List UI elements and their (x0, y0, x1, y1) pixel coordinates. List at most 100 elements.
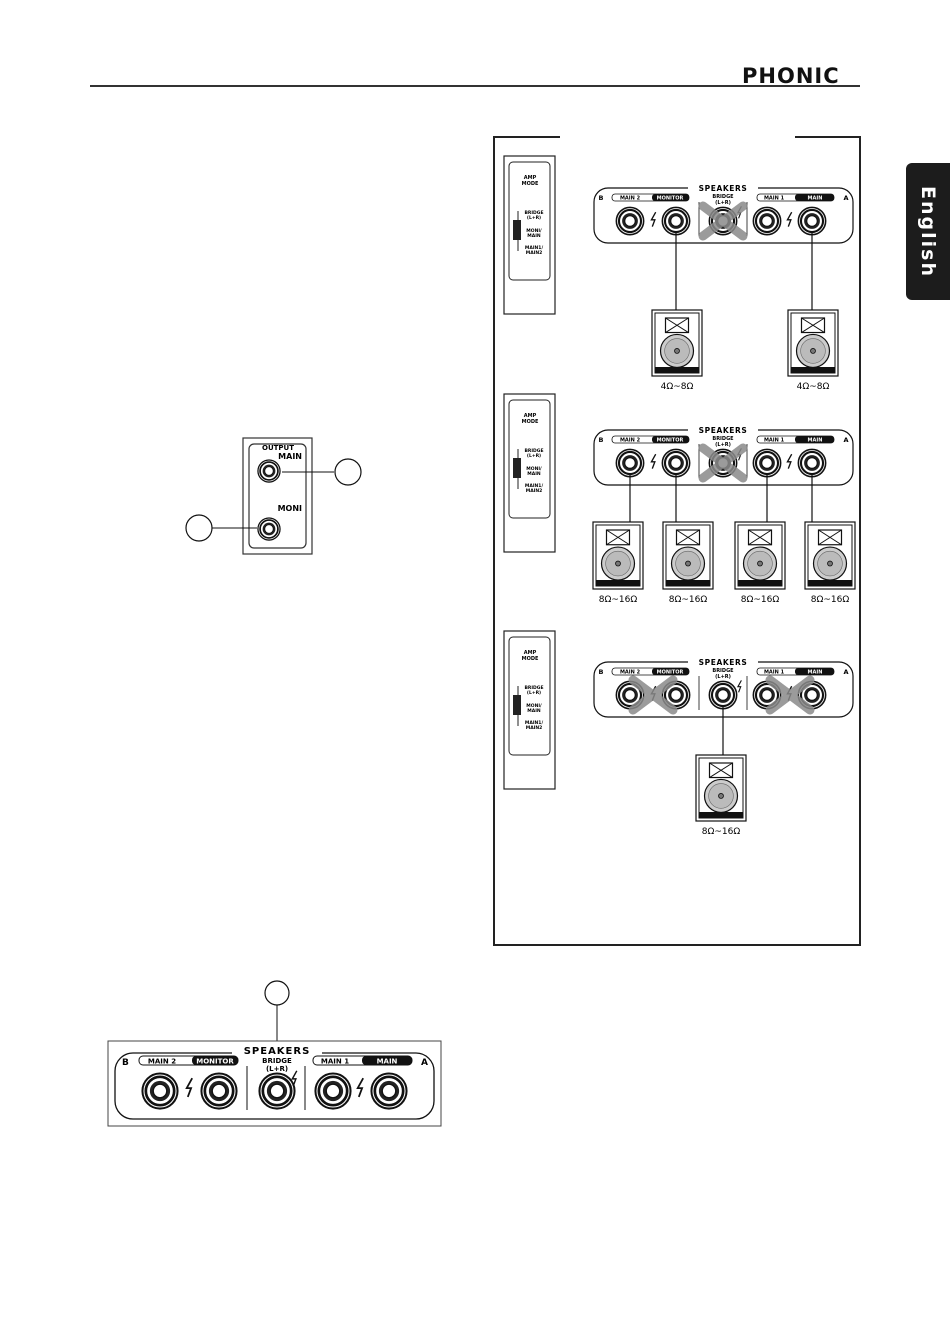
side-a-label: A (843, 194, 848, 202)
load-impedance-label: 4Ω~8Ω (661, 382, 694, 392)
output-panel: OUTPUT MAIN MONI (185, 437, 362, 555)
side-a-label: A (843, 436, 848, 444)
speaker-jack-main[interactable] (797, 448, 827, 478)
bridge-sub-label: (L+R) (266, 1065, 288, 1073)
mode-option-label: (L+R) (527, 215, 541, 221)
mode-option-label: MAIN2 (526, 725, 543, 731)
frame-title-gap (560, 130, 795, 142)
callout-circle (264, 980, 290, 1006)
bridge-sub-label: (L+R) (715, 674, 731, 680)
mode-option-label: MONI/ (526, 466, 542, 472)
bridge-sub-label: (L+R) (715, 200, 731, 206)
speaker-jack-main1[interactable] (752, 448, 782, 478)
monitor-label: MONITOR (657, 670, 684, 676)
main1-label: MAIN 1 (764, 196, 785, 202)
main1-label: MAIN 1 (764, 670, 785, 676)
main2-label: MAIN 2 (620, 670, 641, 676)
monitor-label: MONITOR (196, 1058, 234, 1066)
monitor-label: MONITOR (657, 196, 684, 202)
bridge-sub-label: (L+R) (715, 442, 731, 448)
speaker-cabinet: 8Ω~16Ω (734, 521, 786, 605)
load-impedance-label: 8Ω~16Ω (599, 595, 638, 605)
load-impedance-label: 8Ω~16Ω (741, 595, 780, 605)
mode-option-label: (L+R) (527, 453, 541, 459)
mode-option-label: MONI/ (526, 228, 542, 234)
speaker-jack-main1[interactable] (314, 1072, 352, 1110)
language-tab[interactable]: English (906, 163, 950, 300)
mode-option-label: MAIN1/ (525, 245, 544, 251)
side-b-label: B (122, 1058, 129, 1068)
speaker-jack-main[interactable] (370, 1072, 408, 1110)
load-impedance-label: 4Ω~8Ω (797, 382, 830, 392)
main1-label: MAIN 1 (764, 438, 785, 444)
mode-option-label: MAIN (527, 233, 541, 239)
side-b-label: B (599, 436, 604, 444)
speaker-jack-monitor[interactable] (661, 206, 691, 236)
speakers-title: SPEAKERS (699, 184, 748, 193)
main2-label: MAIN 2 (148, 1058, 176, 1066)
speaker-cabinet: 4Ω~8Ω (651, 309, 703, 392)
speakers-panel: SPEAKERS B A MAIN 2 MONITOR MAIN 1 MAIN BRIDGE(… (593, 657, 854, 718)
mode-option-label: BRIDGE (524, 210, 543, 216)
mode-option-label: BRIDGE (524, 448, 543, 454)
bridge-label: BRIDGE (712, 668, 734, 674)
speaker-jack-main2[interactable] (615, 448, 645, 478)
mode-option-label: MAIN2 (526, 250, 543, 256)
speaker-cabinet: 8Ω~16Ω (592, 521, 644, 605)
amp-mode-title: MODE (522, 656, 539, 662)
monitor-label: MONITOR (657, 438, 684, 444)
speaker-jack-bridge[interactable] (708, 680, 738, 710)
speaker-cabinet: 8Ω~16Ω (695, 754, 747, 837)
mode-slider[interactable] (513, 458, 521, 478)
speaker-jack-main[interactable] (797, 206, 827, 236)
main-label: MAIN (808, 438, 823, 444)
amp-mode-title: AMP (524, 413, 537, 419)
speaker-jack-monitor[interactable] (200, 1072, 238, 1110)
speakers-title: SPEAKERS (244, 1046, 311, 1057)
mode-option-label: MAIN1/ (525, 720, 544, 726)
mode-option-label: (L+R) (527, 690, 541, 696)
amp-mode-title: MODE (522, 419, 539, 425)
main-label: MAIN (808, 670, 823, 676)
main2-label: MAIN 2 (620, 196, 641, 202)
load-impedance-label: 8Ω~16Ω (669, 595, 708, 605)
speakers-title: SPEAKERS (699, 658, 748, 667)
moni-output-jack[interactable] (257, 517, 281, 541)
amp-mode-title: MODE (522, 181, 539, 187)
speaker-jack-main1[interactable] (752, 206, 782, 236)
speaker-cabinet: 8Ω~16Ω (662, 521, 714, 605)
mode-option-label: MAIN2 (526, 488, 543, 494)
mode-option-label: MAIN (527, 471, 541, 477)
side-b-label: B (599, 668, 604, 676)
mode-slider[interactable] (513, 220, 521, 240)
load-impedance-label: 8Ω~16Ω (702, 827, 741, 837)
side-a-label: A (421, 1058, 428, 1068)
main1-label: MAIN 1 (321, 1058, 349, 1066)
speaker-jack-bridge[interactable] (258, 1072, 296, 1110)
load-impedance-label: 8Ω~16Ω (811, 595, 850, 605)
side-a-label: A (843, 668, 848, 676)
output-main-label: MAIN (278, 452, 302, 461)
speaker-jack-main2[interactable] (615, 206, 645, 236)
speaker-cabinet: 8Ω~16Ω (804, 521, 856, 605)
speaker-jack-monitor[interactable] (661, 448, 691, 478)
main2-label: MAIN 2 (620, 438, 641, 444)
mode-option-label: MONI/ (526, 703, 542, 709)
speaker-cabinet: 4Ω~8Ω (787, 309, 839, 392)
main-output-jack[interactable] (257, 459, 281, 483)
speaker-jack-main2[interactable] (141, 1072, 179, 1110)
main-label: MAIN (377, 1058, 398, 1066)
mode-option-label: BRIDGE (524, 685, 543, 691)
speakers-panel-large: SPEAKERS B A MAIN 2 MONITOR MAIN 1 MAIN … (107, 980, 442, 1127)
configurations-group: AMPMODEBRIDGE(L+R)MONI/MAINMAIN1/MAIN2SP… (503, 155, 856, 837)
side-b-label: B (599, 194, 604, 202)
brand-logo: PHONIC (742, 64, 840, 88)
amp-mode-title: AMP (524, 650, 537, 656)
mode-slider[interactable] (513, 695, 521, 715)
